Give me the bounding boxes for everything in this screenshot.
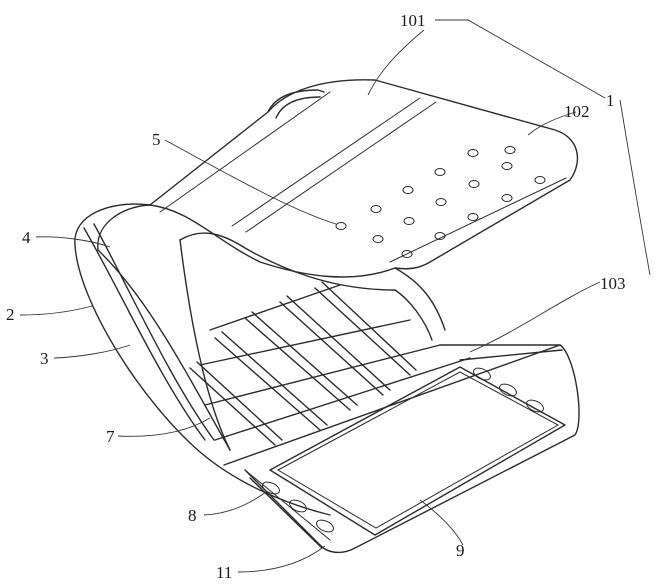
label-4: 4 [22, 228, 31, 247]
curved-side-panel [74, 203, 446, 516]
label-8: 8 [188, 506, 197, 525]
label-101: 101 [400, 11, 426, 30]
label-2: 2 [6, 305, 15, 324]
label-103: 103 [600, 274, 626, 293]
label-11: 11 [216, 563, 232, 582]
label-5: 5 [152, 130, 161, 149]
reference-labels: 101 1 102 5 4 103 2 3 7 8 9 11 [6, 11, 626, 582]
label-102: 102 [564, 102, 590, 121]
label-7: 7 [106, 427, 115, 446]
leader-lines [19, 19, 651, 573]
display-screen [269, 366, 566, 536]
top-pad [149, 79, 579, 270]
label-9: 9 [456, 541, 465, 560]
dot-array [335, 146, 546, 258]
label-1: 1 [606, 91, 615, 110]
label-3: 3 [40, 349, 49, 368]
slat-frame [179, 239, 561, 466]
slats [189, 281, 417, 446]
base-plate [244, 344, 580, 554]
slot-holes [262, 367, 544, 533]
